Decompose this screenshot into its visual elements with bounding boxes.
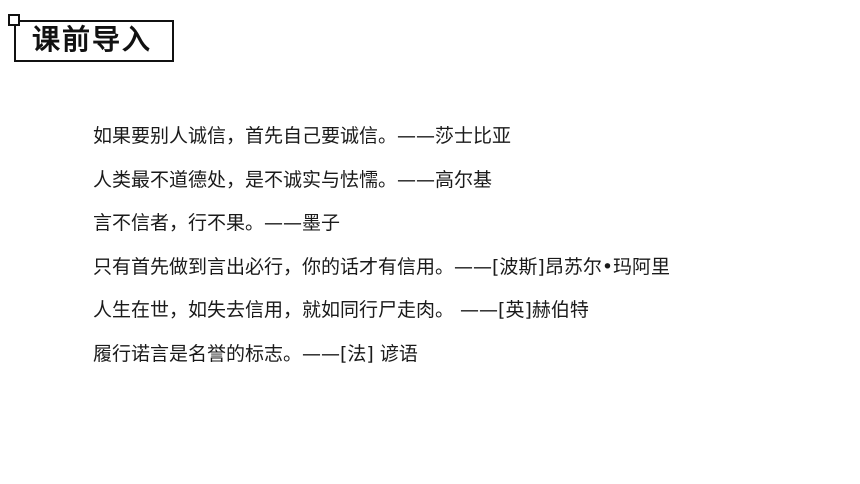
quote-item: 如果要别人诚信，首先自己要诚信。——莎士比亚 — [93, 125, 512, 147]
quote-item: 只有首先做到言出必行，你的话才有信用。——[波斯]昂苏尔•玛阿里 — [93, 255, 671, 278]
quote-list: 如果要别人诚信，首先自己要诚信。——莎士比亚 人类最不道德处，是不诚实与怯懦。—… — [93, 122, 833, 383]
quote-item: 人类最不道德处，是不诚实与怯懦。——高尔基 — [93, 168, 493, 191]
corner-square-decoration — [8, 14, 20, 26]
quote-item: 人生在世，如失去信用，就如同行尸走肉。 ——[英]赫伯特 — [93, 299, 589, 321]
title-block: 课前导入 — [8, 10, 178, 66]
quote-item: 言不信者，行不果。——墨子 — [93, 212, 341, 234]
quote-item: 履行诺言是名誉的标志。——[法] 谚语 — [93, 342, 418, 365]
page-title: 课前导入 — [32, 23, 153, 56]
title-frame — [14, 20, 174, 62]
